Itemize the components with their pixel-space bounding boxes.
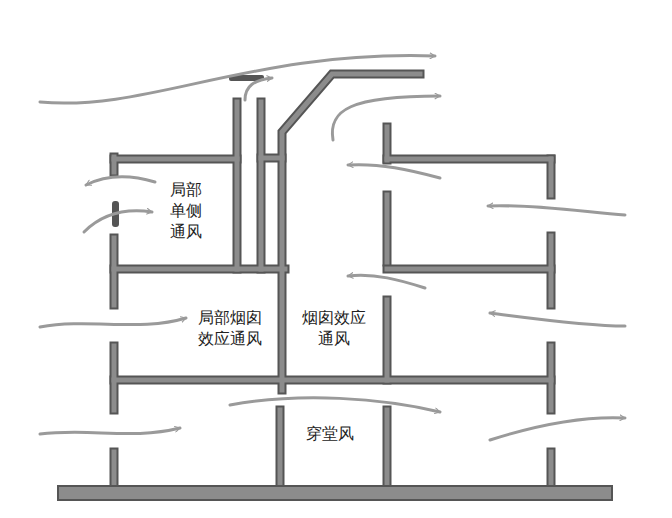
room-label: 穿堂风 bbox=[306, 424, 354, 445]
wall bbox=[547, 159, 556, 195]
room-label: 局部烟囱效应通风 bbox=[198, 308, 262, 350]
wall bbox=[282, 74, 420, 390]
wall bbox=[387, 157, 551, 162]
wall bbox=[549, 346, 554, 410]
airflow-arrow bbox=[230, 398, 440, 412]
wall bbox=[278, 410, 283, 487]
wall bbox=[235, 102, 240, 269]
airflow-arrow bbox=[490, 313, 625, 326]
wall bbox=[547, 452, 556, 487]
wall bbox=[385, 410, 390, 487]
walls bbox=[114, 74, 551, 487]
airflow-arrow bbox=[490, 418, 625, 440]
wall bbox=[385, 300, 390, 380]
wall bbox=[383, 300, 392, 380]
walls bbox=[114, 74, 551, 487]
wall bbox=[276, 410, 285, 487]
wall bbox=[114, 157, 237, 162]
wall bbox=[549, 452, 554, 487]
wall bbox=[259, 102, 264, 269]
wall bbox=[282, 74, 420, 390]
airflow-arrow bbox=[245, 78, 272, 100]
airflow-arrow bbox=[40, 428, 180, 434]
wall bbox=[110, 452, 119, 487]
wall bbox=[233, 102, 242, 269]
wall bbox=[112, 452, 117, 487]
airflow-arrow bbox=[348, 275, 425, 288]
airflow-arrow bbox=[488, 206, 625, 215]
wall bbox=[114, 376, 551, 385]
wall bbox=[383, 410, 392, 487]
wall bbox=[549, 236, 554, 305]
airflow-arrow bbox=[40, 56, 435, 104]
wall bbox=[387, 267, 551, 272]
wall bbox=[387, 265, 551, 274]
airflow-arrows bbox=[40, 56, 625, 440]
wall bbox=[387, 155, 551, 164]
ground-slab bbox=[58, 486, 612, 500]
room-label: 烟囱效应通风 bbox=[302, 308, 366, 350]
wall bbox=[257, 102, 266, 269]
airflow-arrow bbox=[40, 318, 186, 327]
wall bbox=[385, 195, 390, 262]
room-label: 局部单侧通风 bbox=[170, 180, 202, 242]
wall bbox=[114, 378, 551, 383]
wall bbox=[549, 159, 554, 195]
wall bbox=[383, 195, 392, 262]
airflow-arrow bbox=[84, 211, 152, 232]
wall bbox=[385, 127, 390, 160]
wall bbox=[114, 155, 237, 164]
airflow-arrow bbox=[332, 96, 440, 140]
airflow-arrow bbox=[86, 177, 155, 185]
wall bbox=[261, 156, 282, 161]
airflow-arrow bbox=[348, 165, 440, 178]
